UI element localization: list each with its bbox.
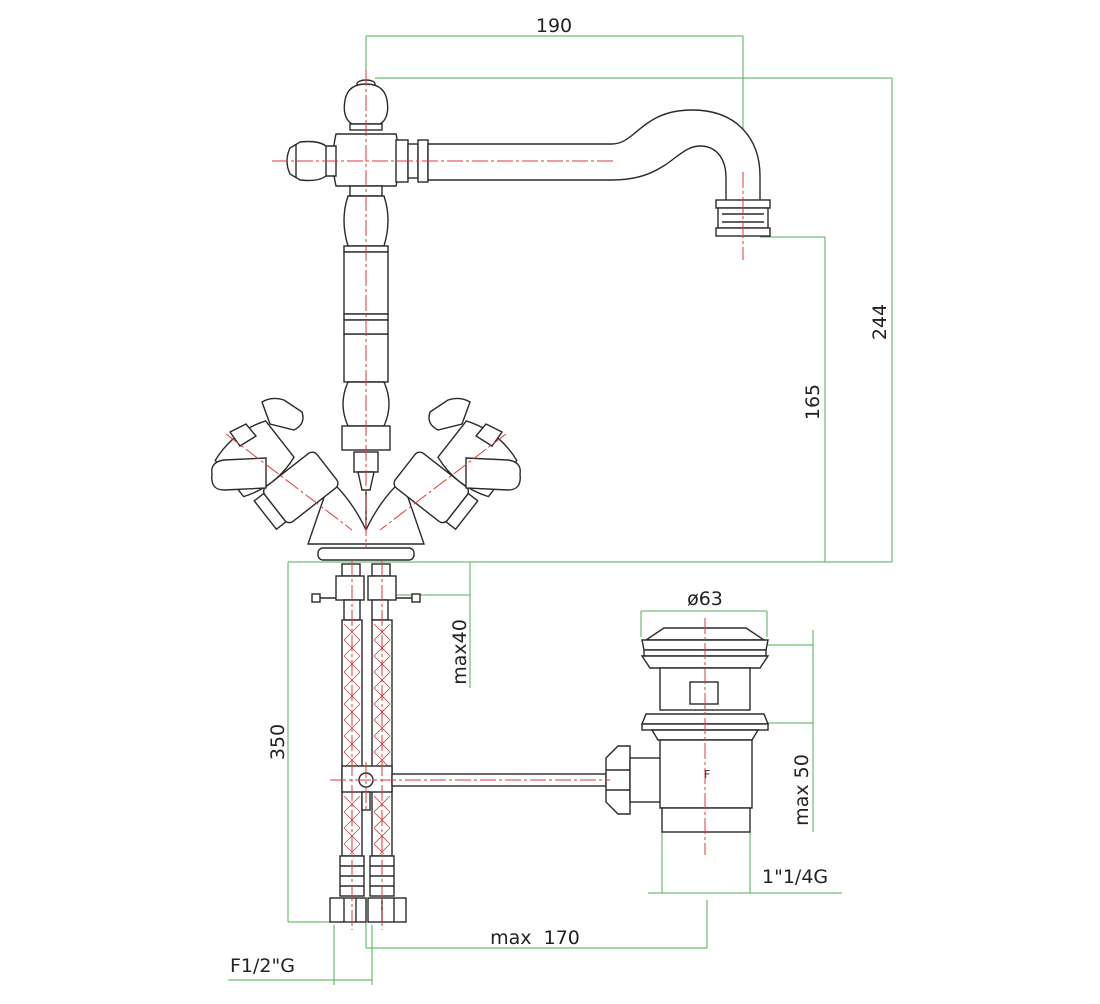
dimension-labels: 190 244 165 max40 350 ø63 max 50 1"1/4G … <box>230 15 891 977</box>
dim-drain-height: max 50 <box>791 754 813 826</box>
dim-inlet-thread: F1/2"G <box>230 955 295 977</box>
drain-mark: F <box>704 768 710 781</box>
centerlines <box>225 70 744 930</box>
dim-spout-height: 165 <box>802 384 824 420</box>
supply-hoses <box>311 563 421 923</box>
dim-hose-length: 350 <box>267 724 289 760</box>
dimension-lines <box>228 35 893 985</box>
dim-drain-offset: max 170 <box>490 927 580 949</box>
dim-total-height: 244 <box>869 304 891 340</box>
dim-spout-reach: 190 <box>536 15 572 37</box>
dim-deck-thickness: max40 <box>449 619 471 685</box>
faucet-body <box>211 79 771 561</box>
dim-drain-diameter: ø63 <box>687 588 723 610</box>
dim-drain-thread: 1"1/4G <box>762 866 828 888</box>
